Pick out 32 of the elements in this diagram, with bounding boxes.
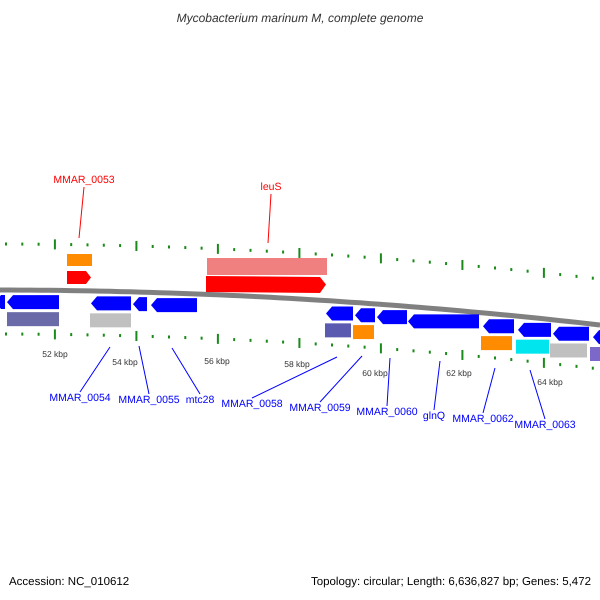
scale-label: 60 kbp bbox=[361, 368, 389, 378]
leader-line bbox=[482, 368, 496, 414]
scale-label: 62 kbp bbox=[445, 368, 473, 378]
gene-label: MMAR_0055 bbox=[118, 394, 180, 407]
genome-stats-text: Topology: circular; Length: 6,636,827 bp; Genes: 5,472 bbox=[310, 575, 591, 590]
gene-label: glnQ bbox=[422, 410, 446, 423]
leader-line bbox=[172, 348, 200, 394]
accession-text: Accession: NC_010612 bbox=[9, 575, 130, 590]
leader-line bbox=[386, 358, 390, 406]
scale-label: 54 kbp bbox=[111, 357, 139, 367]
leader-line bbox=[138, 346, 150, 394]
scale-label: 52 kbp bbox=[41, 349, 69, 359]
leader-line bbox=[320, 356, 362, 402]
gene-label: MMAR_0059 bbox=[289, 402, 351, 415]
scale-label: 58 kbp bbox=[283, 359, 311, 369]
gene-label: MMAR_0060 bbox=[356, 406, 418, 419]
leader-line bbox=[434, 360, 440, 410]
gene-label: MMAR_0062 bbox=[452, 413, 514, 426]
scale-label: 64 kbp bbox=[536, 377, 564, 387]
leader-line bbox=[530, 370, 546, 420]
leader-line bbox=[80, 346, 110, 392]
gene-label: MMAR_0053 bbox=[53, 174, 115, 187]
gene-label: MMAR_0054 bbox=[49, 392, 111, 405]
diagram-title: Mycobacterium marinum M, complete genome bbox=[176, 10, 424, 27]
leader-line bbox=[252, 356, 338, 398]
leader-line bbox=[78, 186, 84, 238]
gene-label: MMAR_0063 bbox=[514, 419, 576, 432]
scale-label: 56 kbp bbox=[203, 356, 231, 366]
gene-label: MMAR_0058 bbox=[221, 398, 283, 411]
gene-label: leuS bbox=[260, 181, 282, 194]
gene-label: mtc28 bbox=[186, 394, 214, 407]
leader-line bbox=[268, 194, 272, 244]
